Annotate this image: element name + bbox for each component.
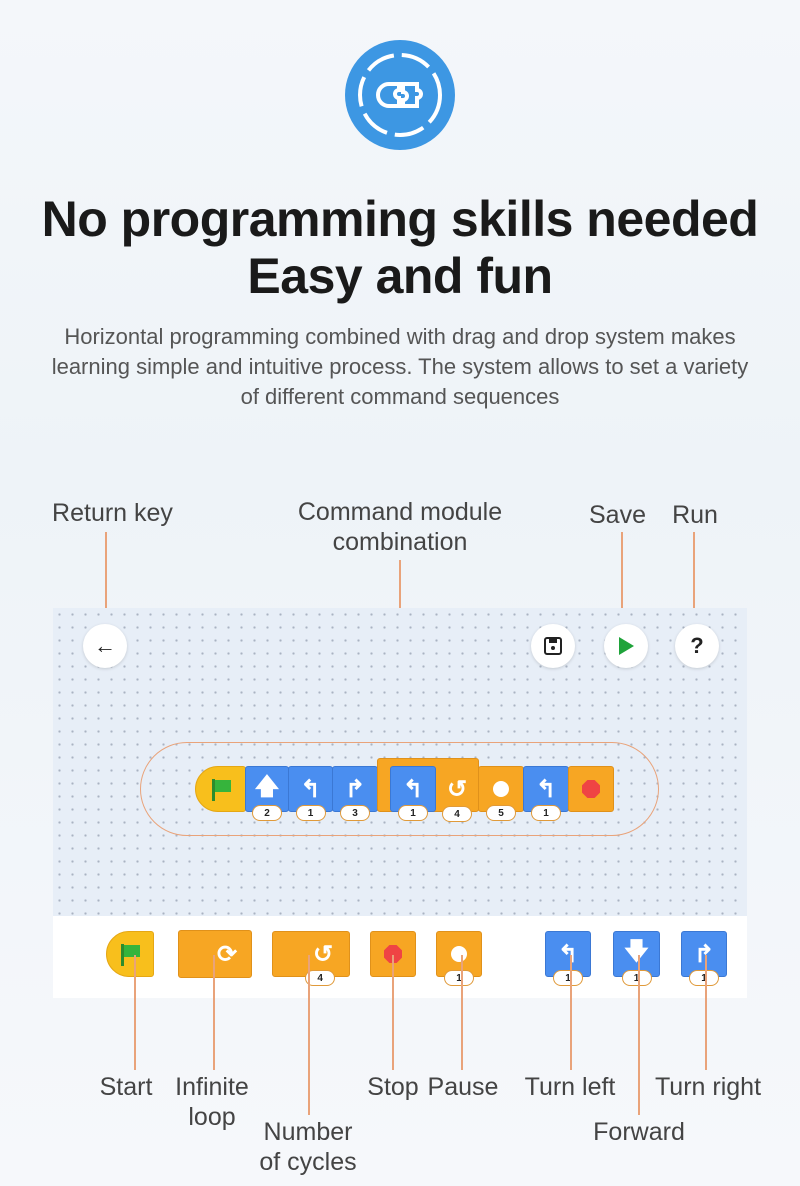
help-button[interactable]: ? [675, 624, 719, 668]
arrow-down-icon: 🡇 [624, 937, 649, 965]
step-count[interactable]: 1 [621, 970, 652, 986]
description: Horizontal programming combined with dra… [20, 322, 780, 412]
palette-turn-right-block[interactable]: ↱1 [681, 931, 727, 986]
pause-count[interactable]: 1 [444, 970, 474, 986]
label-return-key: Return key [52, 499, 173, 527]
palette-stop-block[interactable] [370, 931, 416, 977]
arrow-left-icon: ← [94, 633, 116, 658]
step-count[interactable]: 2 [252, 805, 282, 821]
headline-2: Easy and fun [247, 248, 553, 304]
flag-icon [119, 944, 141, 966]
label-run: Run [672, 501, 718, 529]
seq-loop-block[interactable]: ↺4 [436, 766, 478, 822]
turn-left-icon: ↰ [535, 775, 557, 803]
palette-cycles-block[interactable]: ↺4 [272, 931, 350, 986]
step-count[interactable]: 1 [689, 970, 719, 986]
palette-start-block[interactable] [106, 931, 154, 977]
label-turn-left: Turn left [524, 1073, 616, 1101]
label-line: Number [263, 1118, 353, 1146]
label-line: loop [188, 1103, 236, 1131]
cycle-count[interactable]: 4 [305, 970, 336, 986]
label-line: of cycles [259, 1148, 357, 1176]
arrow-up-icon: 🡅 [254, 772, 280, 800]
step-count[interactable]: 3 [340, 805, 370, 821]
callout-line [621, 532, 623, 628]
stop-icon [582, 780, 600, 798]
run-button[interactable] [604, 624, 648, 668]
label-save: Save [589, 501, 646, 529]
repeat-icon: ⟳ [216, 940, 238, 968]
description-line: of different command sequences [240, 384, 560, 409]
callout-line [705, 955, 707, 1070]
callout-line [308, 955, 310, 1115]
callout-line [693, 532, 695, 628]
step-count[interactable]: 1 [398, 805, 428, 821]
turn-right-icon: ↱ [344, 775, 366, 803]
play-icon [619, 637, 634, 655]
step-count[interactable]: 1 [553, 970, 583, 986]
palette-turn-left-block[interactable]: ↰1 [545, 931, 591, 986]
seq-turn-left-block[interactable]: ↰1 [523, 766, 569, 821]
callout-line [134, 955, 136, 1070]
palette-pause-block[interactable]: 1 [436, 931, 482, 986]
stop-icon [384, 945, 402, 963]
app-logo [345, 40, 455, 150]
loop-icon: ↺ [312, 940, 334, 968]
seq-stop-block[interactable] [568, 766, 614, 812]
callout-line [392, 955, 394, 1070]
timer-icon [493, 781, 509, 797]
description-line: Horizontal programming combined with dra… [64, 324, 736, 349]
loop-icon: ↺ [446, 775, 468, 803]
label-line: combination [332, 528, 468, 556]
label-line: Command module [297, 498, 503, 526]
label-pause: Pause [427, 1073, 499, 1101]
label-turn-right: Turn right [654, 1073, 762, 1101]
cycle-count[interactable]: 4 [442, 806, 472, 822]
seq-turn-right-block[interactable]: ↱3 [332, 766, 378, 821]
turn-left-icon: ↰ [557, 940, 579, 968]
description-line: learning simple and intuitive process. T… [51, 354, 749, 379]
timer-icon [451, 946, 467, 962]
seq-pause-block[interactable]: 5 [478, 766, 524, 821]
headline-1: No programming skills needed [41, 191, 759, 247]
callout-line [213, 955, 215, 1070]
back-button[interactable]: ← [83, 624, 127, 668]
label-line: Infinite [175, 1073, 249, 1101]
label-stop: Stop [367, 1073, 419, 1101]
seq-turn-left-block[interactable]: ↰1 [390, 766, 436, 821]
seq-forward-block[interactable]: 🡅2 [245, 766, 289, 821]
callout-line [105, 532, 107, 624]
save-button[interactable] [531, 624, 575, 668]
callout-line [570, 955, 572, 1070]
callout-line [461, 955, 463, 1070]
callout-line [638, 955, 640, 1115]
pause-count[interactable]: 5 [486, 805, 516, 821]
save-icon [544, 637, 562, 655]
label-forward: Forward [593, 1118, 685, 1146]
label-start: Start [99, 1073, 153, 1101]
step-count[interactable]: 1 [531, 805, 561, 821]
palette-infinite-loop-block[interactable]: ⟳ [178, 930, 252, 978]
step-count[interactable]: 1 [295, 805, 326, 821]
turn-left-icon: ↰ [402, 775, 424, 803]
turn-left-icon: ↰ [300, 775, 321, 803]
palette-forward-block[interactable]: 🡇1 [613, 931, 660, 986]
command-sequence-outline [140, 742, 659, 836]
seq-start-block[interactable] [195, 766, 246, 812]
logo-icon [358, 53, 442, 137]
turn-right-icon: ↱ [693, 940, 715, 968]
seq-turn-left-block[interactable]: ↰1 [288, 766, 333, 821]
flag-icon [210, 779, 232, 801]
